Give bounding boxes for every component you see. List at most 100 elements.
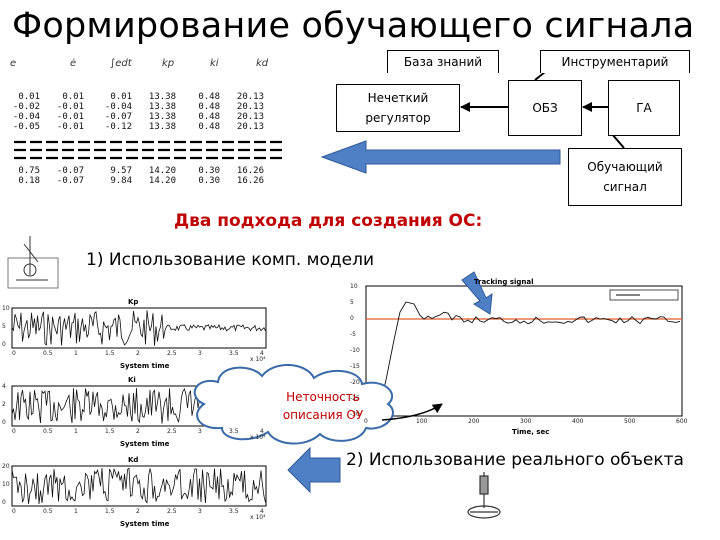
- table-cell: 0.48: [198, 92, 220, 102]
- knowledge-base-label: База знаний: [403, 55, 483, 69]
- response-ytick: -5: [350, 331, 356, 338]
- response-xtick: 300: [520, 418, 532, 425]
- table-cell: -0.07: [104, 112, 132, 122]
- kp-xtick: 2: [136, 350, 140, 357]
- response-title: Tracking signal: [474, 278, 534, 286]
- blue-arrow-down-plot: [461, 271, 493, 315]
- table-cell: 14.20: [148, 166, 176, 176]
- ki-plot-title: Ki: [128, 376, 136, 384]
- blue-arrow-left-bottom: [287, 446, 341, 494]
- table-cell: 13.38: [148, 112, 176, 122]
- kd-xtick: 2.5: [167, 508, 177, 515]
- table-header-e: e: [10, 58, 17, 69]
- response-ytick: -20: [350, 379, 360, 386]
- table-header-kp: kp: [162, 58, 175, 69]
- table-cell: 0.48: [198, 122, 220, 132]
- fuzzy-controller-label: Нечеткий регулятор: [365, 91, 431, 125]
- kd-ytick: 0: [2, 499, 6, 506]
- table-cell: -0.04: [12, 112, 40, 122]
- kd-xtick: 2: [136, 508, 140, 515]
- obz-label: ОБЗ: [532, 101, 558, 115]
- table-cell: 0.18: [18, 176, 40, 186]
- ki-xtick: 4: [260, 428, 264, 435]
- table-cell: -0.02: [12, 102, 40, 112]
- table-row: 0.18 -0.07 9.84 14.20 0.30 16.26: [0, 176, 268, 186]
- plant-icon: [7, 236, 59, 289]
- response-ytick: 10: [350, 283, 358, 290]
- table-cell: 0.01: [18, 92, 40, 102]
- kp-xtick: 0: [12, 350, 16, 357]
- table-cell: 20.13: [236, 92, 264, 102]
- table-dashed-separator: [14, 140, 282, 160]
- table-cell: 13.38: [148, 102, 176, 112]
- ki-xtick: 0: [12, 428, 16, 435]
- table-header-ki: ki: [210, 58, 219, 69]
- approach-2-text: 2) Использование реального объекта: [346, 450, 684, 470]
- table-cell: 0.30: [198, 176, 220, 186]
- kd-ytick: 10: [2, 481, 10, 488]
- table-cell: 9.57: [110, 166, 132, 176]
- approaches-heading: Два подхода для создания ОС:: [174, 211, 483, 231]
- table-cell: 16.26: [236, 176, 264, 186]
- table-cell: -0.01: [56, 122, 84, 132]
- response-ytick: -25: [350, 395, 360, 402]
- slide-title: Формирование обучающего сигнала: [12, 6, 695, 46]
- table-cell: 20.13: [236, 112, 264, 122]
- response-xlabel: Time, sec: [512, 428, 550, 436]
- table-cell: -0.07: [56, 166, 84, 176]
- response-ytick: -15: [350, 363, 360, 370]
- toolkit-label: Инструментарий: [561, 55, 669, 69]
- table-cell: 20.13: [236, 102, 264, 112]
- kd-xtick: 0.5: [43, 508, 53, 515]
- table-cell: 13.38: [148, 122, 176, 132]
- table-cell: 9.84: [110, 176, 132, 186]
- response-plot: [365, 285, 683, 417]
- table-cell: -0.07: [56, 176, 84, 186]
- kd-xtick: 3: [198, 508, 202, 515]
- inaccuracy-cloud: [193, 363, 394, 445]
- obz-box: ОБЗ: [508, 80, 582, 136]
- block-diagram-connectors: [460, 71, 625, 149]
- ki-xtick: 3.5: [229, 428, 239, 435]
- kp-xtick: 3.5: [229, 350, 239, 357]
- ki-xtick: 1.5: [105, 428, 115, 435]
- ki-xtick: 0.5: [43, 428, 53, 435]
- table-cell: 14.20: [148, 176, 176, 186]
- training-signal-box: Обучающий сигнал: [568, 148, 682, 206]
- kd-xtick: 3.5: [229, 508, 239, 515]
- kd-xtick: 0: [12, 508, 16, 515]
- table-cell: -0.01: [56, 112, 84, 122]
- approach-1-text: 1) Использование комп. модели: [86, 250, 374, 270]
- kp-xtick: 1: [74, 350, 78, 357]
- kd-ytick: 20: [2, 463, 10, 470]
- table-cell: 0.01: [62, 92, 84, 102]
- ga-box: ГА: [608, 80, 680, 136]
- kp-ytick: 10: [2, 305, 10, 312]
- ki-xtick: 1: [74, 428, 78, 435]
- inaccuracy-text: Неточность описания ОУ: [282, 390, 364, 422]
- kd-plot: [11, 465, 267, 507]
- table-header-edot: ė: [70, 58, 77, 69]
- ki-xtick: 2: [136, 428, 140, 435]
- ki-xtick: 3: [198, 428, 202, 435]
- kp-xtick: 2.5: [167, 350, 177, 357]
- ki-xlabel: System time: [120, 440, 170, 448]
- table-cell: -0.05: [12, 122, 40, 132]
- kp-ytick: 5: [2, 323, 6, 330]
- table-cell: 16.26: [236, 166, 264, 176]
- kp-xtick: 0.5: [43, 350, 53, 357]
- table-header-kd: kd: [256, 58, 269, 69]
- curved-arrow: [381, 403, 443, 421]
- ki-ytick: 0: [2, 419, 6, 426]
- kp-xtick: 1.5: [105, 350, 115, 357]
- response-ytick: 0: [350, 315, 354, 322]
- kd-exponent: x 10⁴: [250, 514, 266, 521]
- blue-arrow-left-top: [320, 140, 561, 174]
- ki-ytick: 2: [2, 401, 6, 408]
